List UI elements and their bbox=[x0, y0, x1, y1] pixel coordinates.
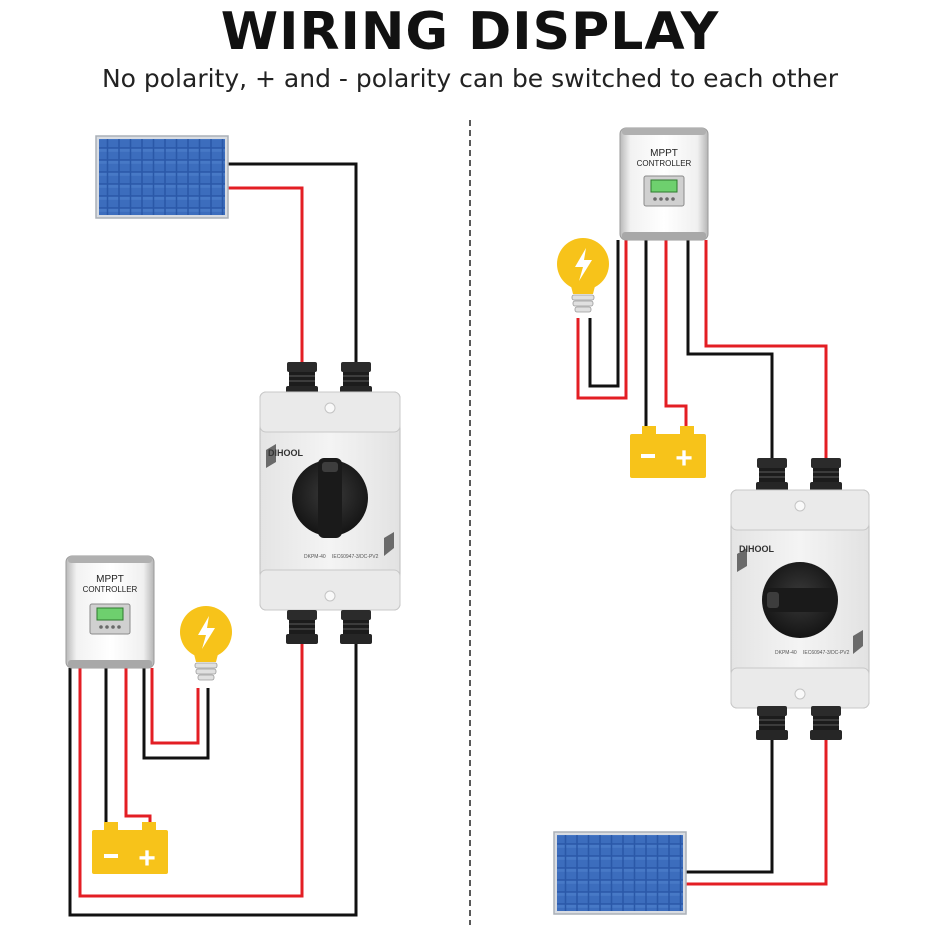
right-battery: + bbox=[630, 426, 706, 478]
right-battery-positive-wire bbox=[664, 240, 688, 430]
left-panel-positive-wire bbox=[228, 186, 304, 368]
left-load-negative-wire bbox=[142, 668, 210, 760]
right-panel-positive-wire bbox=[686, 738, 828, 886]
page-title: WIRING DISPLAY bbox=[220, 2, 720, 62]
left-diagram: DIHOOL DKPM-40 IEC60947-3/DC-PV2 MPPT CO… bbox=[65, 135, 401, 917]
right-panel-negative-wire bbox=[686, 738, 774, 874]
left-box-standard: IEC60947-3/DC-PV2 bbox=[332, 554, 379, 560]
right-bulb-icon bbox=[556, 237, 610, 313]
right-diagram: MPPT CONTROLLER + DIHOOL bbox=[553, 127, 870, 915]
left-box-model: DKPM-40 bbox=[304, 554, 326, 560]
left-controller-line1: MPPT bbox=[96, 574, 124, 585]
right-battery-plus: + bbox=[675, 442, 693, 475]
left-top-gland bbox=[340, 362, 372, 396]
left-battery-positive-wire bbox=[124, 668, 152, 826]
left-controller-line2: CONTROLLER bbox=[83, 585, 138, 594]
right-switch-box: DIHOOL DKPM-40 IEC60947-3/DC-PV2 bbox=[730, 458, 870, 740]
right-ctrl-negative-wire bbox=[686, 240, 774, 462]
left-out-negative-wire bbox=[68, 642, 358, 917]
left-bulb-icon bbox=[179, 605, 233, 681]
right-ctrl-positive-wire bbox=[704, 240, 828, 462]
left-battery: + bbox=[92, 822, 168, 875]
left-box-brand: DIHOOL bbox=[268, 448, 304, 458]
left-out-positive-wire bbox=[78, 642, 304, 898]
battery-minus-icon bbox=[104, 854, 118, 858]
left-load-positive-wire bbox=[150, 668, 200, 745]
left-solar-panel bbox=[95, 135, 229, 219]
right-controller-line1: MPPT bbox=[650, 148, 678, 159]
right-top-gland bbox=[810, 458, 842, 492]
right-load-positive-wire bbox=[576, 240, 628, 400]
right-load-negative-wire bbox=[588, 240, 620, 388]
right-bottom-gland bbox=[810, 706, 842, 740]
left-panel-negative-wire bbox=[228, 162, 358, 368]
left-mppt-controller: MPPT CONTROLLER bbox=[65, 555, 155, 669]
left-bottom-gland bbox=[340, 610, 372, 644]
right-box-model: DKPM-40 bbox=[775, 650, 797, 656]
left-switch-box: DIHOOL DKPM-40 IEC60947-3/DC-PV2 bbox=[259, 362, 401, 644]
right-mppt-controller: MPPT CONTROLLER bbox=[619, 127, 709, 241]
left-bottom-gland bbox=[286, 610, 318, 644]
right-controller-line2: CONTROLLER bbox=[637, 159, 692, 168]
right-box-brand: DIHOOL bbox=[739, 544, 775, 554]
right-solar-panel bbox=[553, 831, 687, 915]
left-top-gland bbox=[286, 362, 318, 396]
left-battery-plus: + bbox=[138, 842, 156, 875]
page-subtitle: No polarity, + and - polarity can be swi… bbox=[101, 64, 839, 93]
right-bottom-gland bbox=[756, 706, 788, 740]
battery-minus-icon bbox=[641, 454, 655, 458]
right-box-standard: IEC60947-3/DC-PV2 bbox=[803, 650, 850, 656]
right-top-gland bbox=[756, 458, 788, 492]
